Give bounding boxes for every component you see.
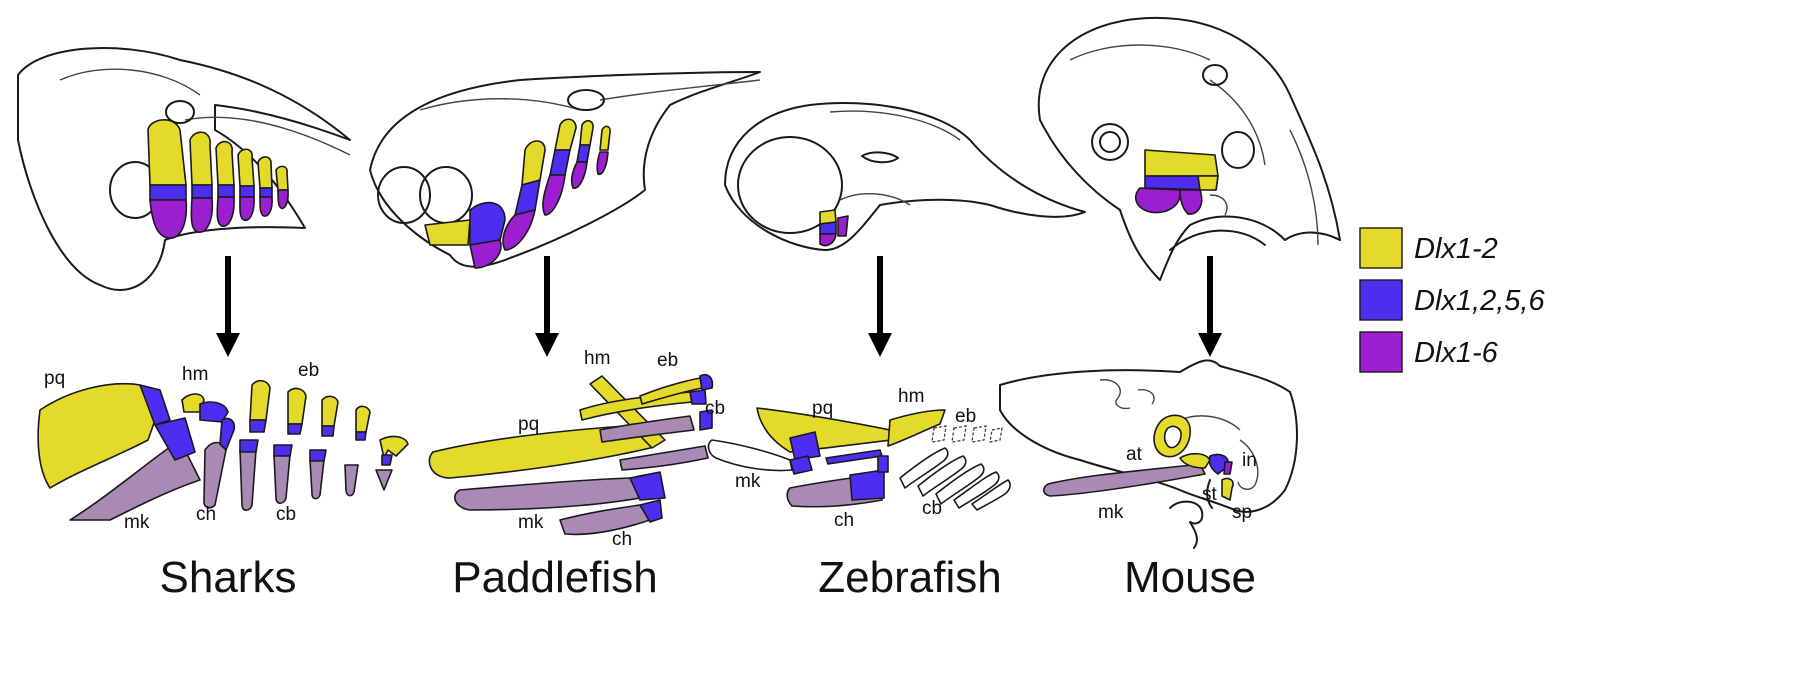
sharks-expression-arches — [148, 120, 288, 238]
mouse-label-mk: mk — [1098, 502, 1124, 523]
zebrafish-label-eb: eb — [955, 406, 976, 427]
zebrafish-label-hm: hm — [898, 386, 924, 407]
zebrafish-label-ch: ch — [834, 510, 854, 531]
legend-swatch-dlx1-2 — [1360, 228, 1402, 268]
mouse-expression-arches — [1136, 150, 1227, 215]
zebrafish-label-pq: pq — [812, 398, 833, 419]
paddlefish-expression-arches — [425, 119, 610, 268]
mouse-embryo-drawing — [1039, 18, 1340, 280]
sharks-label-mk: mk — [124, 512, 150, 533]
legend-item-dlx1-2: Dlx1-2 — [1360, 228, 1498, 268]
zebrafish-label-mk: mk — [735, 471, 761, 492]
mouse-skeleton-drawing: at in mk st sp — [1000, 360, 1297, 548]
sharks-label-ch: ch — [196, 504, 216, 525]
mouse-label-in: in — [1242, 450, 1257, 471]
legend: Dlx1-2 Dlx1,2,5,6 Dlx1-6 — [1360, 228, 1545, 372]
legend-item-dlx1-6: Dlx1-6 — [1360, 332, 1499, 372]
sharks-title: Sharks — [160, 553, 297, 602]
paddlefish-label-mk: mk — [518, 512, 544, 533]
mouse-title: Mouse — [1124, 553, 1256, 602]
paddlefish-label-eb: eb — [657, 350, 678, 371]
zebrafish-embryo-drawing — [725, 103, 1085, 250]
legend-swatch-dlx1-2-5-6 — [1360, 280, 1402, 320]
paddlefish-title: Paddlefish — [452, 553, 657, 602]
legend-label-dlx1-2-5-6: Dlx1,2,5,6 — [1414, 285, 1545, 317]
zebrafish-skeleton-drawing: pq hm eb mk ch cb — [709, 386, 1011, 531]
legend-label-dlx1-2: Dlx1-2 — [1414, 233, 1498, 265]
zebrafish-expression-arches — [820, 210, 848, 246]
paddlefish-label-cb: cb — [705, 398, 725, 419]
sharks-skeleton-drawing: pq hm eb mk ch cb — [38, 360, 408, 533]
paddlefish-skeleton-drawing: hm eb cb pq mk ch — [429, 348, 725, 550]
zebrafish-label-cb: cb — [922, 498, 942, 519]
mouse-label-sp: sp — [1232, 502, 1252, 523]
legend-item-dlx1-2-5-6: Dlx1,2,5,6 — [1360, 280, 1545, 320]
sharks-label-hm: hm — [182, 364, 208, 385]
paddlefish-label-ch: ch — [612, 529, 632, 550]
mouse-label-at: at — [1126, 444, 1143, 465]
sharks-label-eb: eb — [298, 360, 319, 381]
sharks-embryo-drawing — [18, 48, 350, 290]
zebrafish-title: Zebrafish — [818, 553, 1001, 602]
paddlefish-embryo-drawing — [370, 72, 760, 268]
legend-swatch-dlx1-6 — [1360, 332, 1402, 372]
sharks-label-pq: pq — [44, 368, 65, 389]
legend-label-dlx1-6: Dlx1-6 — [1414, 337, 1499, 369]
paddlefish-label-pq: pq — [518, 414, 539, 435]
sharks-label-cb: cb — [276, 504, 296, 525]
paddlefish-label-hm: hm — [584, 348, 610, 369]
mouse-label-st: st — [1202, 484, 1218, 505]
